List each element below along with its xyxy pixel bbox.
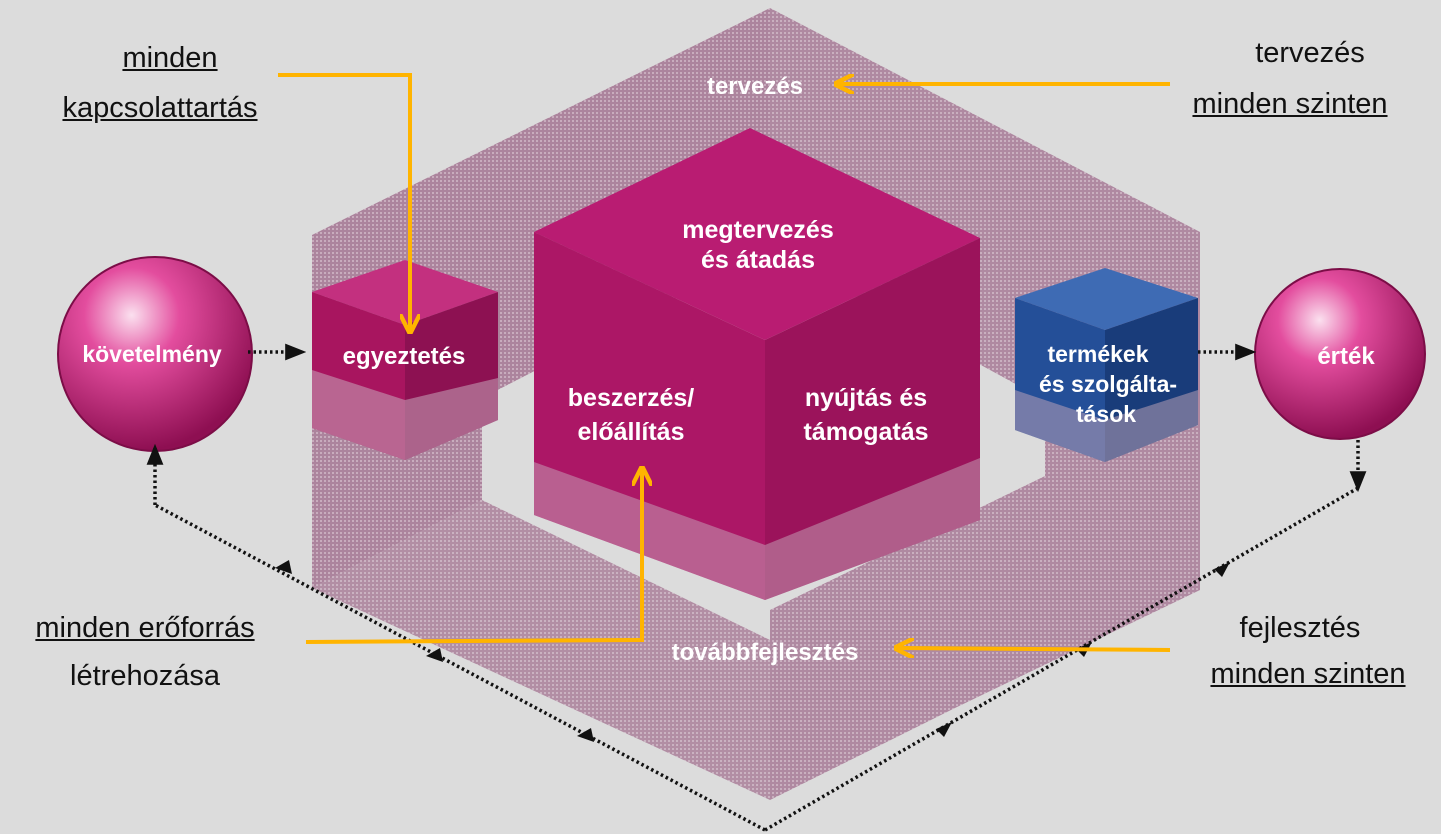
contact-label: minden [122,42,218,74]
main-overlay [534,458,980,600]
dotted-connectors [146,343,1367,832]
frame-bottom-face [312,500,770,800]
frame-bottom-label: továbbfejlesztés [672,639,859,666]
coordination-cube [312,260,498,460]
arrowhead [275,560,292,574]
coordination-label: egyeztetés [343,343,466,370]
planning-label: tervezés [1255,37,1365,69]
contact-label: kapcsolattartás [62,92,258,124]
frame-top-label: tervezés [707,73,803,100]
arrow-resources-to-production [305,470,642,644]
arrowhead [577,728,594,742]
cube-left-label: beszerzés/ [568,384,695,412]
cube-top-label: megtervezés [682,216,833,244]
arrowhead [936,722,952,737]
development-label: minden szinten [1210,658,1406,690]
products-label: és szolgálta- [1039,371,1177,397]
coord-top [312,260,498,325]
arrowhead [426,648,443,662]
connector-feedback-right [764,486,1359,832]
main-top [534,128,980,340]
resources-label: minden erőforrás [35,612,255,644]
products-top [1015,268,1198,330]
arrowhead [1214,562,1230,577]
coord-overlay [312,370,498,460]
products-label: tások [1076,401,1136,427]
development-label: fejlesztés [1239,612,1361,644]
products-label: termékek [1047,341,1148,367]
cube-right-label: nyújtás és [805,384,927,412]
resources-label: létrehozása [70,660,220,692]
arrow-development-label [898,648,1171,650]
cube-right-label: támogatás [803,418,928,446]
arrow-contact-to-coordination [278,73,410,330]
cube-left-label: előállítás [578,418,685,446]
orange-arrows [278,73,1171,650]
value-label: érték [1317,343,1375,370]
cube-top-label: és átadás [701,246,815,274]
main-cube [534,128,980,600]
products-cube [1015,268,1198,462]
requirement-label: követelmény [82,341,222,367]
products-overlay [1015,390,1198,462]
planning-label: minden szinten [1192,88,1388,120]
